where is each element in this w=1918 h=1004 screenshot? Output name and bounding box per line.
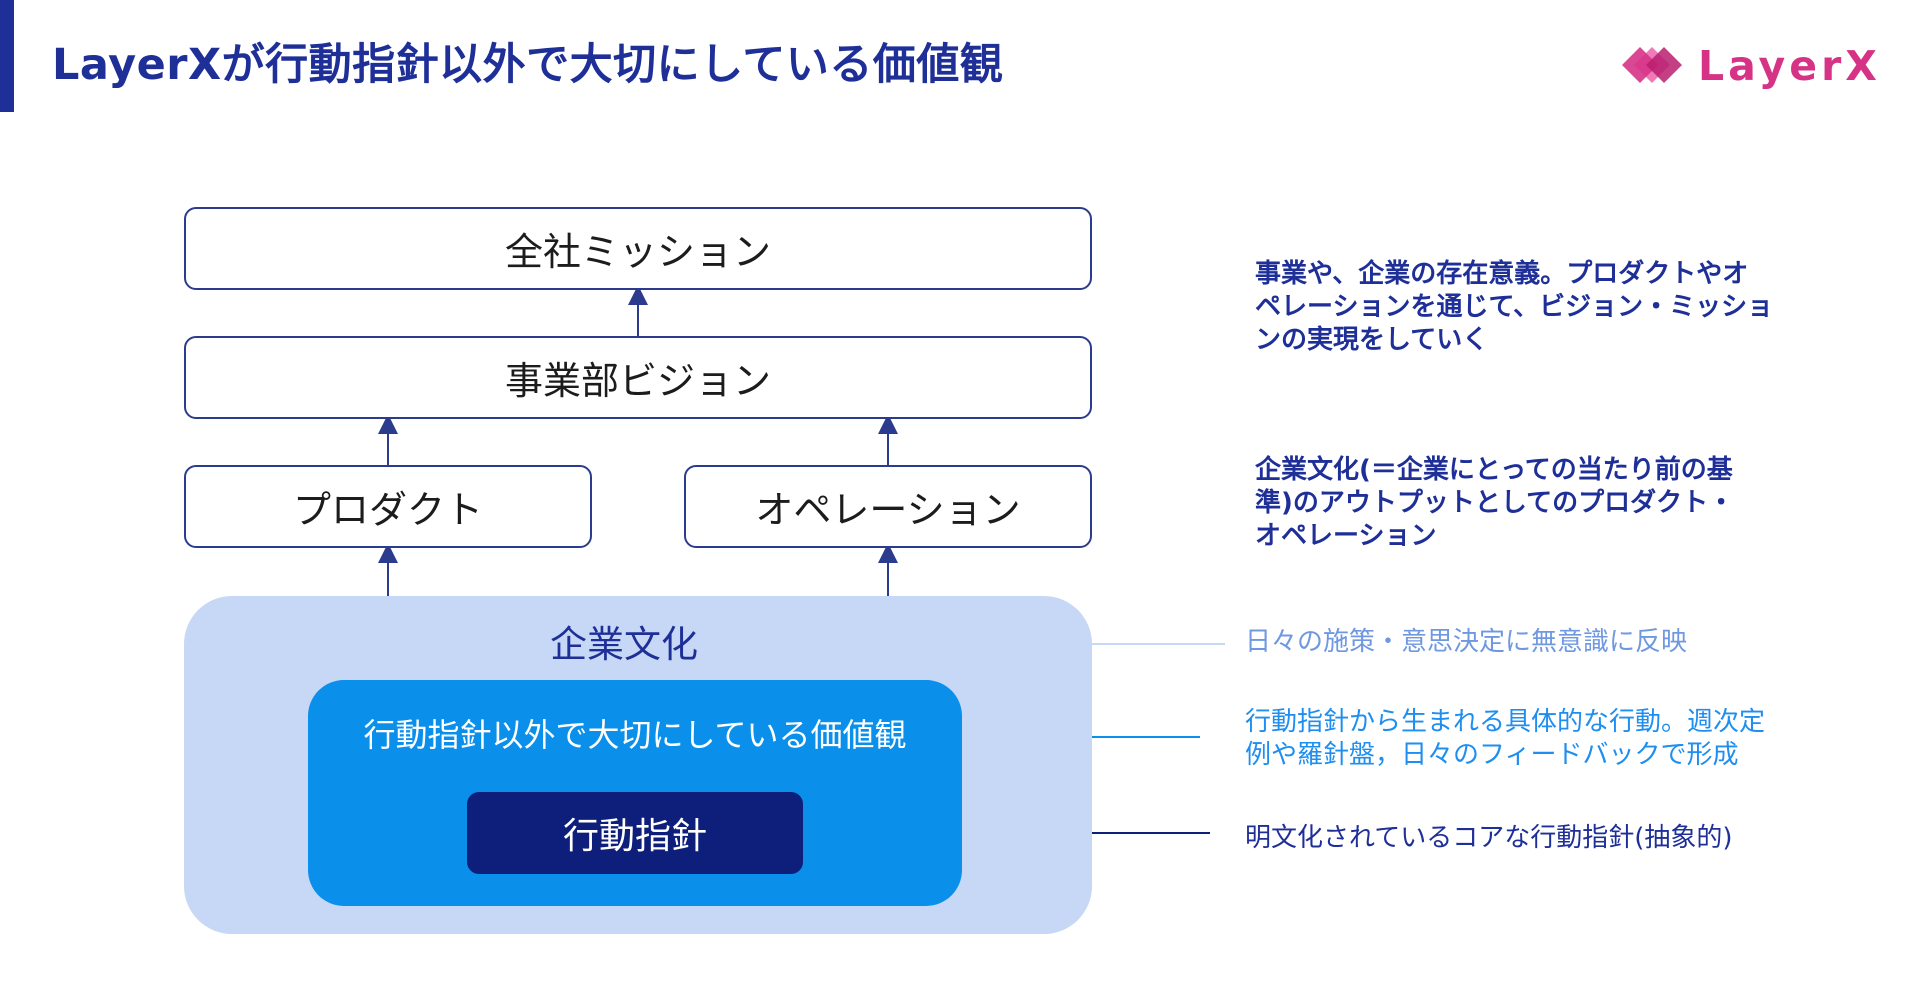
operation-box: オペレーション [684, 465, 1092, 548]
description-line: 行動指針から生まれる具体的な行動。週次定 [1245, 707, 1766, 737]
description-culture: 日々の施策・意思決定に無意識に反映 [1245, 626, 1687, 659]
diamond-logo-icon [1622, 47, 1682, 83]
culture-label: 企業文化 [550, 623, 698, 666]
description-product-operation: 企業文化(＝企業にとっての当たり前の基 準)のアウトプットとしてのプロダクト・ … [1255, 454, 1734, 553]
description-line: 例や羅針盤，日々のフィードバックで形成 [1245, 740, 1739, 770]
description-values: 行動指針から生まれる具体的な行動。週次定 例や羅針盤，日々のフィードバックで形成 [1245, 706, 1765, 772]
title-accent-bar [0, 0, 14, 112]
description-line: 日々の施策・意思決定に無意識に反映 [1245, 627, 1688, 657]
logo-text: LayerX [1698, 42, 1881, 90]
description-line: オペレーション [1255, 521, 1437, 551]
page-title: LayerXが行動指針以外で大切にしている価値観 [52, 40, 1004, 90]
product-box: プロダクト [184, 465, 592, 548]
mission-box: 全社ミッション [184, 207, 1092, 290]
description-guideline: 明文化されているコアな行動指針(抽象的) [1245, 822, 1733, 855]
description-line: ペレーションを通じて、ビジョン・ミッショ [1255, 292, 1774, 322]
description-line: 準)のアウトプットとしてのプロダクト・ [1255, 488, 1735, 518]
description-line: 企業文化(＝企業にとっての当たり前の基 [1255, 455, 1733, 485]
values-label: 行動指針以外で大切にしている価値観 [363, 716, 907, 754]
description-mission-vision: 事業や、企業の存在意義。プロダクトやオ ペレーションを通じて、ビジョン・ミッショ… [1255, 258, 1773, 357]
layerx-logo: LayerX [1612, 38, 1877, 92]
description-line: ンの実現をしていく [1255, 325, 1489, 355]
vision-box: 事業部ビジョン [184, 336, 1092, 419]
description-line: 明文化されているコアな行動指針(抽象的) [1245, 823, 1733, 853]
description-line: 事業や、企業の存在意義。プロダクトやオ [1255, 259, 1749, 289]
guideline-box: 行動指針 [467, 792, 803, 874]
